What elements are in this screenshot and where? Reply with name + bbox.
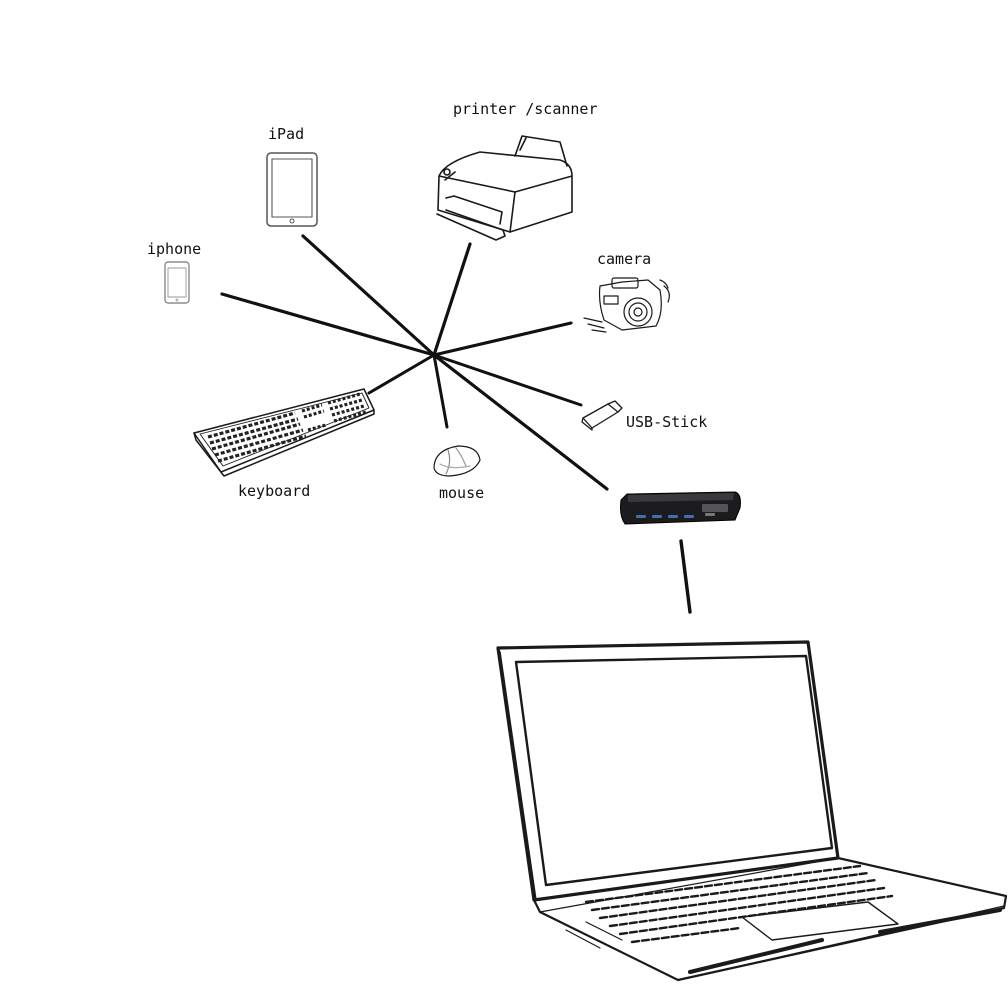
connection-lines xyxy=(220,234,692,614)
line-camera xyxy=(432,321,573,357)
laptop-icon xyxy=(496,640,1008,982)
mouse-icon xyxy=(433,445,481,477)
printer-icon xyxy=(436,135,573,241)
camera-label: camera xyxy=(597,250,652,268)
usb-stick-icon xyxy=(581,400,623,431)
camera-icon xyxy=(583,277,670,333)
mouse-label: mouse xyxy=(439,484,485,502)
printer-label: printer /scanner xyxy=(453,100,598,118)
ipad-icon xyxy=(266,152,318,227)
line-iphone xyxy=(220,292,436,357)
iphone-icon xyxy=(164,261,190,304)
line-keyboard xyxy=(367,353,436,395)
ipad-label: iPad xyxy=(268,125,305,143)
usb-hub-icon xyxy=(620,491,741,525)
line-printer xyxy=(432,242,472,357)
usb-stick-label: USB-Stick xyxy=(626,413,708,431)
line-usb-stick xyxy=(432,353,583,407)
line-ipad xyxy=(301,234,436,357)
line-hub xyxy=(432,353,609,491)
line-laptop xyxy=(679,539,692,614)
keyboard-label: keyboard xyxy=(238,482,311,500)
keyboard-icon xyxy=(193,388,375,477)
line-mouse xyxy=(432,353,449,429)
iphone-label: iphone xyxy=(147,240,202,258)
